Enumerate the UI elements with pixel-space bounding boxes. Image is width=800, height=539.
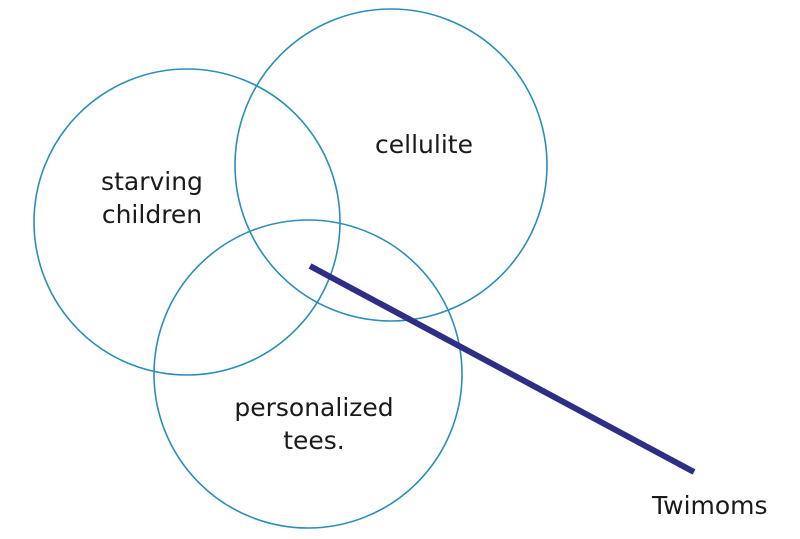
label-twimoms: Twimoms — [652, 489, 788, 522]
circle-personalized-tees — [153, 219, 463, 529]
label-starving-children-line-1: starving — [101, 167, 203, 196]
label-starving-children-line-2: children — [101, 200, 203, 229]
circle-cellulite — [234, 8, 548, 322]
pointer-line — [308, 263, 696, 475]
label-personalized-tees-line-1: personalized — [234, 393, 394, 422]
label-cellulite-line-1: cellulite — [375, 130, 473, 159]
label-twimoms-text: Twimoms — [652, 491, 768, 520]
label-cellulite: cellulite — [352, 128, 496, 161]
label-personalized-tees-line-2: tees. — [283, 426, 345, 455]
circle-starving-children — [33, 68, 341, 376]
label-starving-children: starving children — [82, 165, 222, 231]
label-personalized-tees: personalized tees. — [222, 391, 406, 457]
